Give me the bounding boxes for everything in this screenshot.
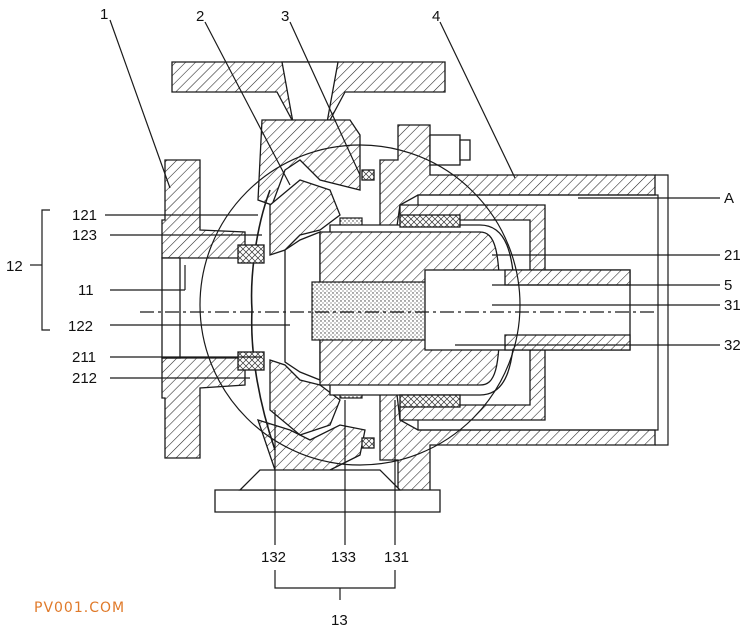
- label-123: 123: [72, 227, 97, 244]
- label-133: 133: [331, 549, 356, 566]
- label-13: 13: [331, 612, 348, 629]
- label-2: 2: [196, 8, 204, 25]
- label-1: 1: [100, 6, 108, 23]
- label-32: 32: [724, 337, 741, 354]
- rotor-shaft: [311, 231, 631, 386]
- label-122: 122: [68, 318, 93, 335]
- callout-labels: 1 2 3 4 121 123 12 11 122 211 212 A 21 5…: [6, 6, 741, 629]
- label-131: 131: [384, 549, 409, 566]
- label-212: 212: [72, 370, 97, 387]
- watermark: PV001.COM: [34, 600, 125, 616]
- label-121: 121: [72, 207, 97, 224]
- bolt: [429, 134, 471, 166]
- motor-housing: [379, 124, 669, 501]
- label-4: 4: [432, 8, 440, 25]
- label-31: 31: [724, 297, 741, 314]
- label-5: 5: [724, 277, 732, 294]
- label-11: 11: [78, 282, 94, 299]
- label-3: 3: [281, 8, 289, 25]
- label-a: A: [724, 190, 734, 207]
- label-12: 12: [6, 258, 23, 275]
- label-21: 21: [724, 247, 741, 264]
- label-132: 132: [261, 549, 286, 566]
- base-foot: [214, 469, 441, 513]
- label-211: 211: [72, 349, 96, 366]
- inlet-flange: [161, 159, 246, 459]
- impeller: [269, 179, 341, 436]
- leader-lines: [30, 19, 720, 600]
